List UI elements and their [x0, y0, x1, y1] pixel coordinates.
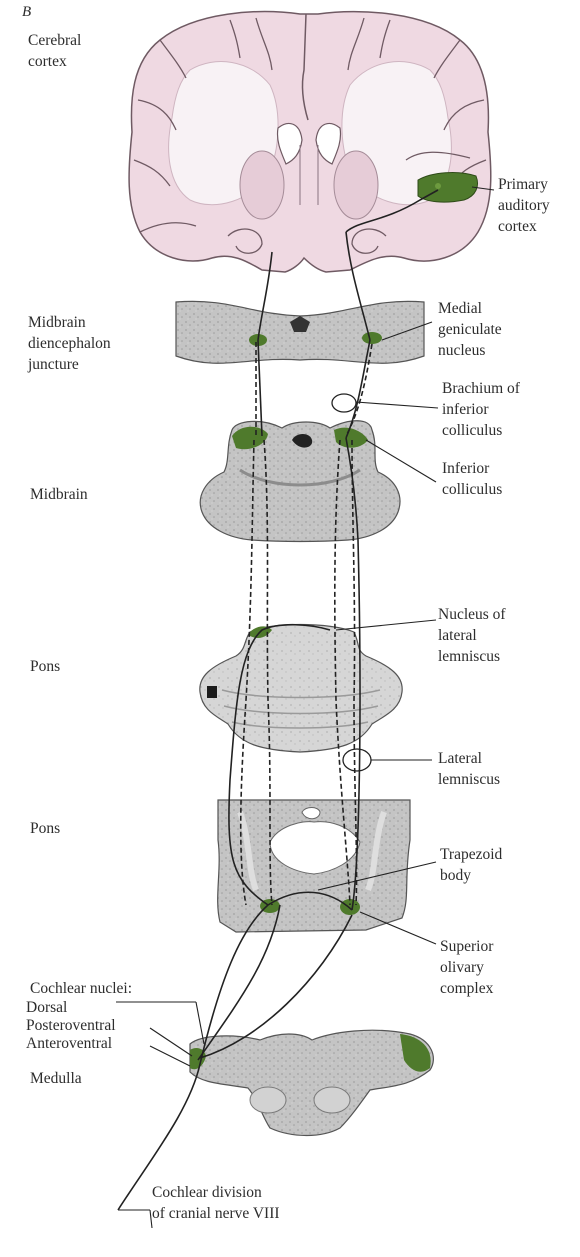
label-brachium-inferior-colliculus: Brachium of inferior colliculus: [442, 380, 520, 439]
label-lateral-lemniscus: Lateral lemniscus: [438, 750, 500, 788]
medulla-section: [189, 1029, 434, 1137]
label-pons-lower: Pons: [30, 820, 61, 837]
panel-letter: B: [22, 4, 32, 20]
label-midbrain-diencephalon-juncture: Midbrain diencephalon juncture: [28, 314, 111, 373]
label-dorsal: Dorsal: [26, 999, 68, 1016]
midbrain-diencephalon-section: [175, 300, 425, 364]
label-pons-upper: Pons: [30, 658, 61, 675]
label-medial-geniculate-nucleus: Medial geniculate nucleus: [438, 300, 502, 359]
label-posteroventral: Posteroventral: [26, 1017, 116, 1034]
label-midbrain: Midbrain: [30, 486, 88, 503]
label-nucleus-lateral-lemniscus: Nucleus of lateral lemniscus: [438, 606, 506, 665]
label-inferior-colliculus: Inferior colliculus: [442, 460, 503, 498]
upper-pons-section: [199, 623, 403, 753]
label-trapezoid-body: Trapezoid body: [440, 846, 503, 884]
midbrain-section: [199, 420, 401, 543]
label-leader-lines: [116, 186, 495, 1229]
ascending-pathway-lines: [117, 189, 439, 1211]
label-medulla: Medulla: [30, 1070, 82, 1087]
cerebral-cortex-section: [128, 10, 492, 273]
label-primary-auditory-cortex: Primary auditory cortex: [498, 176, 550, 235]
label-cerebral-cortex: Cerebral cortex: [28, 32, 82, 70]
label-cochlear-nuclei: Cochlear nuclei:: [30, 980, 132, 997]
label-superior-olivary-complex: Superior olivary complex: [440, 938, 494, 997]
label-cochlear-nerve: Cochlear division of cranial nerve VIII: [152, 1184, 280, 1222]
lower-pons-section: [217, 799, 411, 933]
label-anteroventral: Anteroventral: [26, 1035, 113, 1052]
